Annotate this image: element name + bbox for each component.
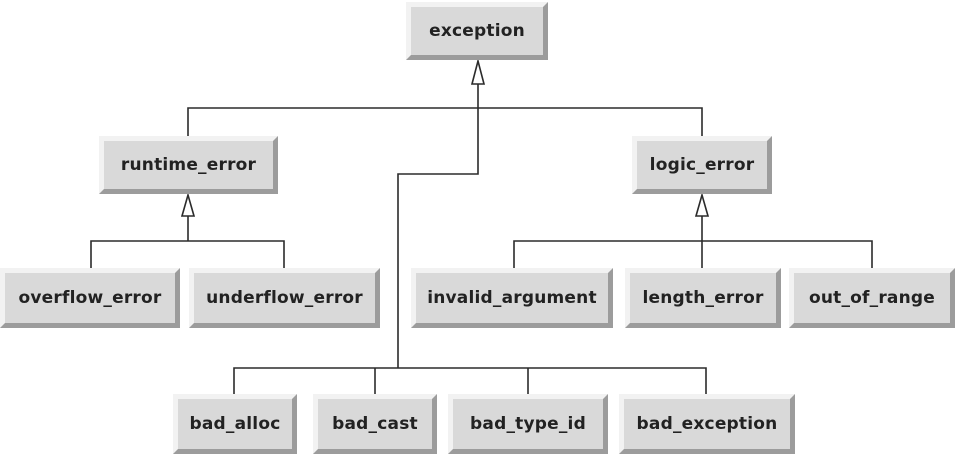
node-label: bad_exception: [636, 414, 778, 434]
node-out-of-range: out_of_range: [789, 268, 955, 328]
node-label: bad_type_id: [470, 414, 586, 434]
node-label: overflow_error: [18, 288, 162, 308]
node-label: exception: [429, 21, 525, 41]
node-underflow-error: underflow_error: [189, 268, 380, 328]
node-exception: exception: [406, 2, 548, 60]
node-label: logic_error: [649, 155, 755, 175]
node-invalid-argument: invalid_argument: [411, 268, 613, 328]
connector-bad-group-trunk: [397, 84, 479, 368]
node-label: bad_alloc: [189, 414, 281, 434]
connector-runtime-children: [90, 240, 285, 268]
node-runtime-error: runtime_error: [99, 136, 278, 194]
node-label: invalid_argument: [427, 288, 597, 308]
connector-logic-children: [513, 240, 873, 268]
node-bad-cast: bad_cast: [313, 394, 437, 454]
node-logic-error: logic_error: [632, 136, 772, 194]
node-label: length_error: [642, 288, 764, 308]
node-overflow-error: overflow_error: [0, 268, 180, 328]
node-length-error: length_error: [625, 268, 781, 328]
node-label: underflow_error: [206, 288, 363, 308]
connector-bad-group-bus: [233, 367, 707, 394]
arrowhead-logic-error: [694, 192, 710, 217]
node-bad-type-id: bad_type_id: [448, 394, 608, 454]
node-bad-alloc: bad_alloc: [173, 394, 297, 454]
connector-logic-to-exception: [478, 107, 703, 136]
node-label: out_of_range: [808, 288, 936, 308]
connector-runtime-to-exception: [187, 107, 478, 136]
node-label: bad_cast: [332, 414, 418, 434]
node-bad-exception: bad_exception: [619, 394, 795, 454]
arrowhead-exception: [470, 57, 486, 85]
arrowhead-runtime-error: [180, 192, 196, 217]
node-label: runtime_error: [120, 155, 257, 175]
